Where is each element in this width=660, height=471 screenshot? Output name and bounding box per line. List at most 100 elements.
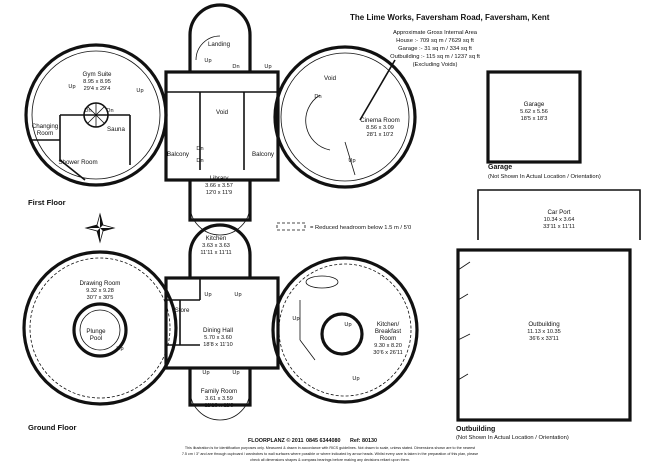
plunge-line1: Plunge (86, 328, 106, 335)
area-excluding: (Excluding Voids) (413, 62, 458, 68)
kb-headroom-line (278, 263, 412, 397)
central-link-walls (166, 91, 278, 170)
garage-name: Garage (524, 101, 545, 108)
drawing-name: Drawing Room (80, 280, 121, 287)
drawing-metric: 9.32 x 9.28 (86, 288, 114, 294)
balcony-right-label: Balcony (252, 151, 275, 158)
drawing-imperial: 30'7 x 30'5 (87, 295, 114, 301)
drawing-headroom-line (29, 257, 171, 399)
outbuilding-outline (456, 248, 632, 422)
garage-outline (486, 70, 582, 164)
outbuilding-note: (Not Shown In Actual Location / Orientat… (456, 435, 569, 441)
kb-imperial: 30'6 x 26'11 (373, 350, 402, 356)
area-house: House :- 709 sq m / 7629 sq ft (396, 38, 474, 44)
marker-dn: Dn (196, 158, 203, 164)
carport-imperial: 33'11 x 11'11 (543, 224, 575, 230)
dining-imperial: 18'8 x 11'10 (203, 342, 232, 348)
void-mid-label: Void (216, 109, 229, 116)
garage-note: (Not Shown In Actual Location / Orientat… (488, 174, 601, 180)
headroom-key-swatch (276, 222, 306, 231)
dining-metric: 5.70 x 3.60 (204, 335, 232, 341)
marker-up: Up (204, 58, 211, 64)
family-block (188, 368, 252, 407)
outbuilding-metric: 11.13 x 10.35 (527, 329, 561, 335)
kb-spiral-stair (320, 312, 364, 356)
family-imperial: 11'10 x 11'9 (205, 403, 234, 409)
ground-floor-plan (22, 223, 419, 421)
marker-dn: Dn (106, 108, 113, 114)
plunge-line2: Pool (90, 335, 102, 342)
store-walls (166, 278, 201, 346)
ground-floor-title: Ground Floor (28, 423, 77, 432)
kitchen-imperial: 11'11 x 11'11 (200, 250, 231, 256)
marker-dn: Dn (232, 64, 239, 70)
outbuilding-name: Outbuilding (528, 321, 560, 328)
marker-up: Up (232, 370, 239, 376)
marker-up: Up (136, 88, 143, 94)
landing-stair-curve (195, 35, 221, 61)
area-outbuilding: Outbuilding :- 115 sq m / 1237 sq ft (390, 54, 480, 60)
cinema-void-edge (359, 59, 396, 121)
cinema-circle-wall (273, 45, 417, 189)
family-metric: 3.61 x 3.59 (205, 396, 233, 402)
marker-up: Up (352, 376, 359, 382)
disclaimer-line1: This illustration is for identification … (185, 446, 475, 450)
marker-up: Up (204, 292, 211, 298)
kitchen-name: Kitchen (206, 235, 227, 242)
kb-island (305, 275, 339, 289)
garage-title: Garage (488, 164, 512, 171)
kitchen-metric: 3.63 x 3.63 (202, 243, 230, 249)
sauna-label: Sauna (107, 126, 125, 133)
outbuilding-imperial: 36'6 x 33'11 (529, 336, 558, 342)
cinema-metric: 8.56 x 3.09 (366, 125, 394, 131)
garage-imperial: 18'5 x 18'3 (521, 116, 548, 122)
garage-metric: 5.62 x 5.56 (520, 109, 548, 115)
marker-dn: Dn (314, 94, 321, 100)
disclaimer-line2: 7.5 cm / 3" and are through cupboard / w… (182, 452, 478, 456)
marker-up: Up (234, 292, 241, 298)
gym-metric: 8.95 x 8.95 (83, 79, 111, 85)
cinema-door-swing (344, 141, 356, 176)
changing-line1: Changing (32, 123, 59, 130)
gym-name: Gym Suite (83, 71, 112, 78)
drawing-circle-wall (22, 250, 178, 406)
area-title: Approximate Gross Internal Area (393, 30, 478, 36)
landing-tower (188, 3, 252, 72)
marker-up: Up (264, 64, 271, 70)
outbuilding-doors (457, 261, 471, 381)
landing-label: Landing (208, 41, 231, 48)
marker-up: Up (344, 322, 351, 328)
kb-line3: Room (380, 335, 397, 342)
library-block (188, 180, 252, 222)
marker-up: Up (348, 158, 355, 164)
footer-ref: Ref: 80130 (350, 438, 377, 444)
shower-label: Shower Room (58, 159, 97, 166)
marker-up: Up (68, 84, 75, 90)
library-curve (189, 204, 251, 236)
footer-brand: FLOORPLANZ © 2011 (248, 437, 304, 444)
compass-rose-icon (84, 212, 116, 244)
outbuilding-title: Outbuilding (456, 426, 495, 433)
kb-metric: 9.30 x 8.20 (374, 343, 402, 349)
kb-units (299, 300, 316, 361)
property-title: The Lime Works, Faversham Road, Faversha… (350, 13, 550, 22)
library-imperial: 12'0 x 11'9 (206, 190, 232, 196)
area-garage: Garage :- 31 sq m / 334 sq ft (398, 46, 472, 52)
first-floor-partitions (30, 114, 131, 181)
marker-dn: Dn (196, 146, 203, 152)
footer-phone: 0845 6344080 (306, 438, 340, 444)
kitchen-tower (188, 223, 252, 278)
cinema-inner-line (280, 52, 410, 182)
disclaimer-line3: check all dimensions shapes & compass be… (250, 458, 410, 462)
kb-line1: Kitchen/ (377, 321, 400, 328)
changing-line2: Room (37, 130, 54, 137)
marker-up: Up (116, 346, 123, 352)
marker-dn: Dn (84, 108, 91, 114)
family-curve (189, 389, 251, 421)
library-name: Library (210, 175, 230, 182)
dining-name: Dining Hall (203, 327, 233, 334)
kitchen-breakfast-circle-wall (271, 256, 419, 404)
headroom-key-text: = Reduced headroom below 1.5 m / 5'0 (310, 225, 411, 231)
cinema-stair-curve (305, 94, 331, 151)
